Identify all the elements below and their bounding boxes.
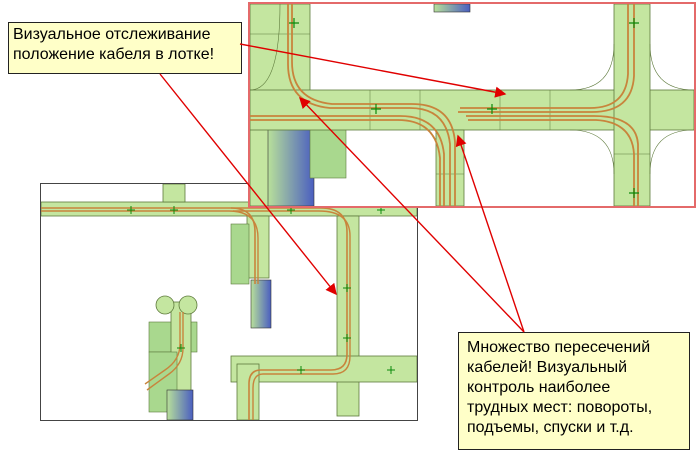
callout-line: Визуальное отслеживание [13, 26, 211, 43]
callout-line: контроль наиболее [467, 379, 611, 396]
callout-line: кабелей! Визуальный [467, 359, 628, 376]
callout-line: положение кабеля в лотке! [13, 46, 215, 63]
zoomed-cable-tray-drawing [250, 4, 694, 206]
lower-horizontal-tray [230, 355, 417, 383]
callout-line: Множество пересечений [467, 339, 651, 356]
overview-viewport[interactable] [40, 183, 418, 421]
overview-cable-tray-drawing [41, 184, 417, 420]
callout-line: трудных мест: повороты, [467, 399, 653, 416]
callout-line: подъемы, спуски и т.д. [467, 419, 634, 436]
vertical-tray-right [336, 215, 360, 417]
column [267, 121, 315, 206]
column [250, 279, 272, 329]
callout-intersections: Множество пересечений кабелей! Визуальны… [458, 332, 690, 450]
zoomed-viewport[interactable] [248, 2, 696, 208]
callout-visual-tracking: Визуальное отслеживание положение кабеля… [8, 22, 242, 74]
